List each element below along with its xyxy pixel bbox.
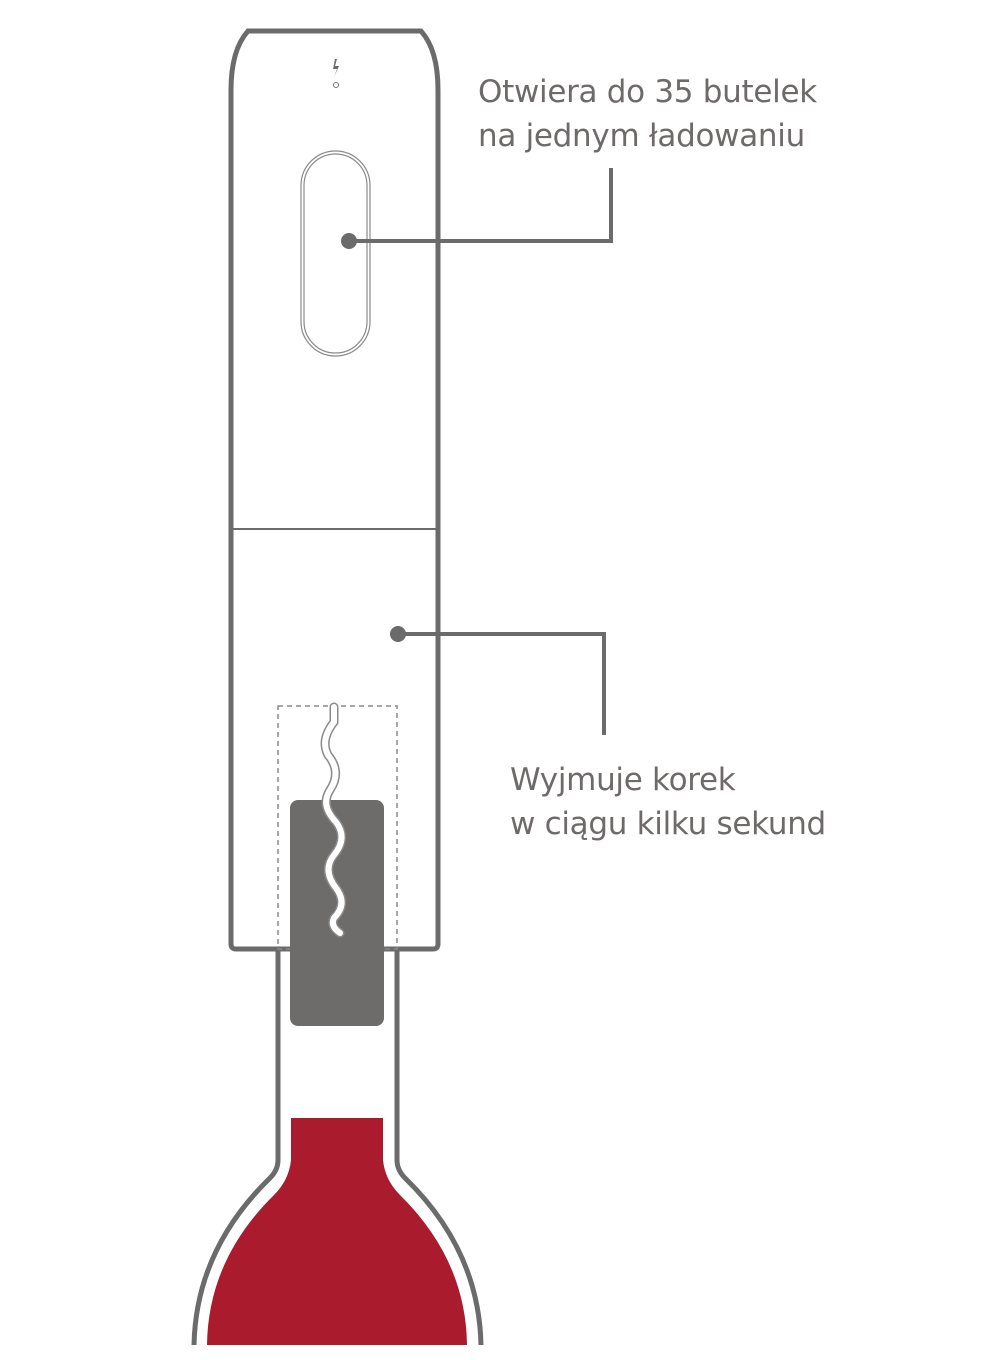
callout-text-line: w ciągu kilku sekund <box>510 806 826 842</box>
callout-text-battery: Otwiera do 35 butelek na jednym ładowani… <box>478 70 817 158</box>
lightning-bolt-icon <box>333 59 339 77</box>
callout-text-speed: Wyjmuje korek w ciągu kilku sekund <box>510 758 826 846</box>
wine-fill <box>207 1118 467 1345</box>
led-ring-icon <box>333 82 339 88</box>
callout-text-line: na jednym ładowaniu <box>478 118 805 154</box>
callout-line-speed <box>390 626 606 735</box>
callout-line-battery <box>341 168 613 249</box>
opener-body <box>228 28 441 952</box>
callout-text-line: Otwiera do 35 butelek <box>478 74 817 110</box>
bottle-outline <box>191 951 484 1346</box>
callout-text-line: Wyjmuje korek <box>510 762 736 798</box>
power-button[interactable] <box>300 150 371 357</box>
corkscrew-spiral-icon <box>320 702 346 938</box>
